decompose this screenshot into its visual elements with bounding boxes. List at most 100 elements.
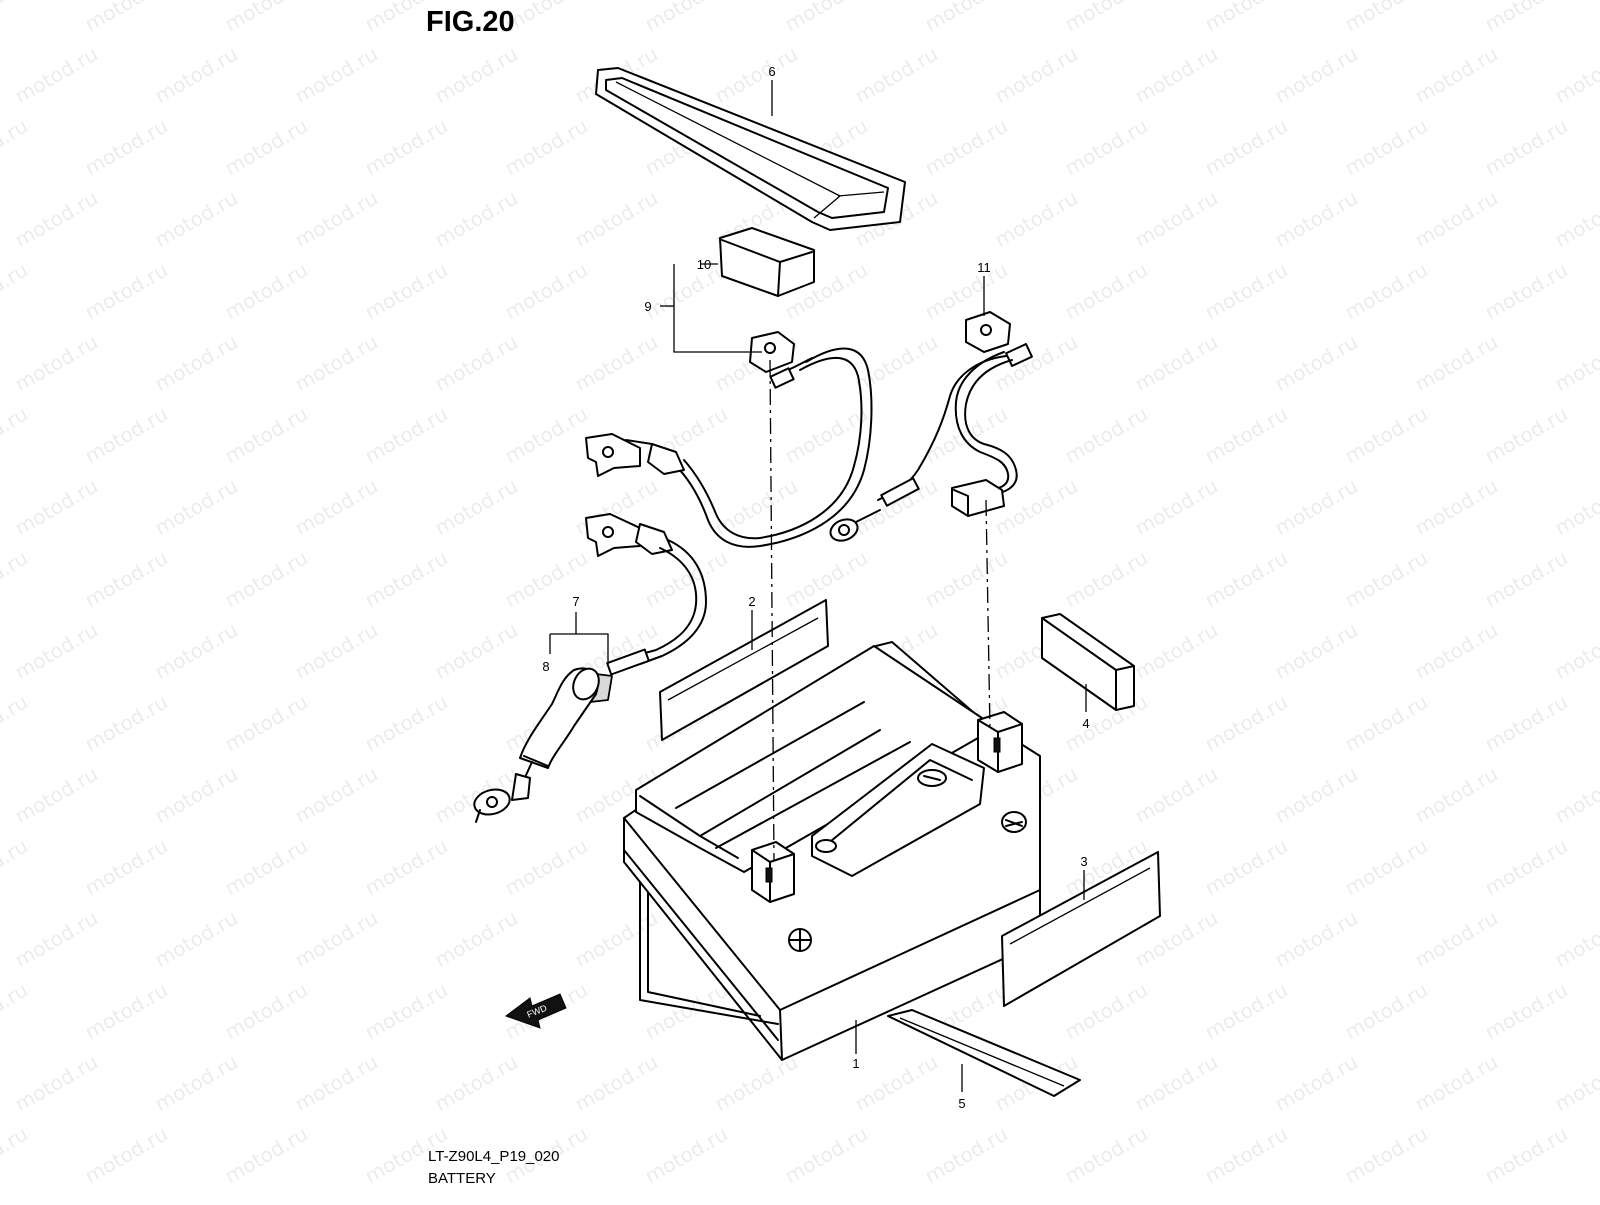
watermark-text: motod.ru xyxy=(991,1194,1082,1200)
watermark-text: motod.ru xyxy=(1131,474,1222,541)
watermark-text: motod.ru xyxy=(291,474,382,541)
watermark-text: motod.ru xyxy=(1061,978,1152,1045)
watermark-text: motod.ru xyxy=(1201,258,1292,325)
watermark-text: motod.ru xyxy=(851,42,942,109)
watermark-text: motod.ru xyxy=(921,1122,1012,1189)
watermark-text: motod.ru xyxy=(151,330,242,397)
watermark-text: motod.ru xyxy=(1481,402,1572,469)
watermark-text: motod.ru xyxy=(711,1050,802,1117)
watermark-text: motod.ru xyxy=(781,1122,872,1189)
watermark-text: motod.ru xyxy=(851,330,942,397)
watermark-text: motod.ru xyxy=(991,474,1082,541)
watermark-text: motod.ru xyxy=(361,978,452,1045)
watermark-text: motod.ru xyxy=(431,1194,522,1200)
figure-title: FIG.20 xyxy=(426,6,515,39)
watermark-text: motod.ru xyxy=(571,1194,662,1200)
watermark-text: motod.ru xyxy=(151,474,242,541)
watermark-text: motod.ru xyxy=(711,1194,802,1200)
watermark-text: motod.ru xyxy=(151,1194,242,1200)
watermark-text: motod.ru xyxy=(1271,906,1362,973)
watermark-text: motod.ru xyxy=(0,690,32,757)
watermark-text: motod.ru xyxy=(1341,114,1432,181)
watermark-text: motod.ru xyxy=(11,762,102,829)
watermark-text: motod.ru xyxy=(1061,546,1152,613)
watermark-text: motod.ru xyxy=(431,618,522,685)
watermark-text: motod.ru xyxy=(1201,978,1292,1045)
callout-7: 7 xyxy=(572,594,579,609)
watermark-text: motod.ru xyxy=(431,186,522,253)
callout-5: 5 xyxy=(958,1096,965,1111)
watermark-text: motod.ru xyxy=(1131,186,1222,253)
figure-code: LT-Z90L4_P19_020 xyxy=(428,1148,560,1165)
watermark-text: motod.ru xyxy=(221,402,312,469)
watermark-text: motod.ru xyxy=(361,402,452,469)
watermark-text: motod.ru xyxy=(1341,834,1432,901)
watermark-text: motod.ru xyxy=(81,1122,172,1189)
watermark-text: motod.ru xyxy=(1411,330,1502,397)
watermark-text: motod.ru xyxy=(1551,1194,1600,1200)
watermark-text: motod.ru xyxy=(221,690,312,757)
watermark-text: motod.ru xyxy=(1551,42,1600,109)
watermark-text: motod.ru xyxy=(781,0,872,36)
watermark-text: motod.ru xyxy=(1201,0,1292,36)
part-10-terminal-cover[interactable] xyxy=(720,228,814,296)
watermark-text: motod.ru xyxy=(991,42,1082,109)
watermark-text: motod.ru xyxy=(1271,1050,1362,1117)
watermark-text: motod.ru xyxy=(1411,906,1502,973)
watermark-text: motod.ru xyxy=(11,906,102,973)
watermark-text: motod.ru xyxy=(0,402,32,469)
watermark-text: motod.ru xyxy=(11,186,102,253)
watermark-text: motod.ru xyxy=(221,258,312,325)
watermark-text: motod.ru xyxy=(361,546,452,613)
watermark-text: motod.ru xyxy=(1201,402,1292,469)
watermark-text: motod.ru xyxy=(0,1122,32,1189)
watermark-text: motod.ru xyxy=(361,690,452,757)
watermark-text: motod.ru xyxy=(151,42,242,109)
watermark-text: motod.ru xyxy=(641,1122,732,1189)
watermark-text: motod.ru xyxy=(221,834,312,901)
watermark-text: motod.ru xyxy=(1411,618,1502,685)
watermark-text: motod.ru xyxy=(641,0,732,36)
watermark-text: motod.ru xyxy=(1201,114,1292,181)
watermark-text: motod.ru xyxy=(431,474,522,541)
watermark-text: motod.ru xyxy=(291,618,382,685)
watermark-text: motod.ru xyxy=(361,258,452,325)
watermark-text: motod.ru xyxy=(0,258,32,325)
watermark-text: motod.ru xyxy=(1481,690,1572,757)
watermark-text: motod.ru xyxy=(0,834,32,901)
watermark-text: motod.ru xyxy=(1481,0,1572,36)
watermark-text: motod.ru xyxy=(151,618,242,685)
part-4-pad[interactable] xyxy=(1042,614,1134,710)
watermark-text: motod.ru xyxy=(221,0,312,36)
watermark-text: motod.ru xyxy=(1341,1122,1432,1189)
watermark-text: motod.ru xyxy=(1131,42,1222,109)
watermark-text: motod.ru xyxy=(1551,762,1600,829)
watermark-text: motod.ru xyxy=(1201,1122,1292,1189)
watermark-text: motod.ru xyxy=(921,402,1012,469)
watermark-text: motod.ru xyxy=(291,762,382,829)
callout-8: 8 xyxy=(542,659,549,674)
watermark-text: motod.ru xyxy=(291,330,382,397)
callout-1: 1 xyxy=(852,1056,859,1071)
watermark-text: motod.ru xyxy=(1481,114,1572,181)
watermark-text: motod.ru xyxy=(151,186,242,253)
watermark-text: motod.ru xyxy=(1411,762,1502,829)
callout-9: 9 xyxy=(644,299,651,314)
watermark-text: motod.ru xyxy=(1341,402,1432,469)
watermark-text: motod.ru xyxy=(151,1050,242,1117)
watermark-text: motod.ru xyxy=(1551,474,1600,541)
callout-6: 6 xyxy=(768,64,775,79)
watermark-text: motod.ru xyxy=(1481,258,1572,325)
callout-10: 10 xyxy=(697,257,711,272)
watermark-text: motod.ru xyxy=(921,114,1012,181)
watermark-text: motod.ru xyxy=(0,114,32,181)
watermark-text: motod.ru xyxy=(291,1194,382,1200)
watermark-text: motod.ru xyxy=(151,906,242,973)
watermark-text: motod.ru xyxy=(361,834,452,901)
watermark-text: motod.ru xyxy=(221,978,312,1045)
callout-3: 3 xyxy=(1080,854,1087,869)
watermark-text: motod.ru xyxy=(291,42,382,109)
watermark-text: motod.ru xyxy=(1341,0,1432,36)
